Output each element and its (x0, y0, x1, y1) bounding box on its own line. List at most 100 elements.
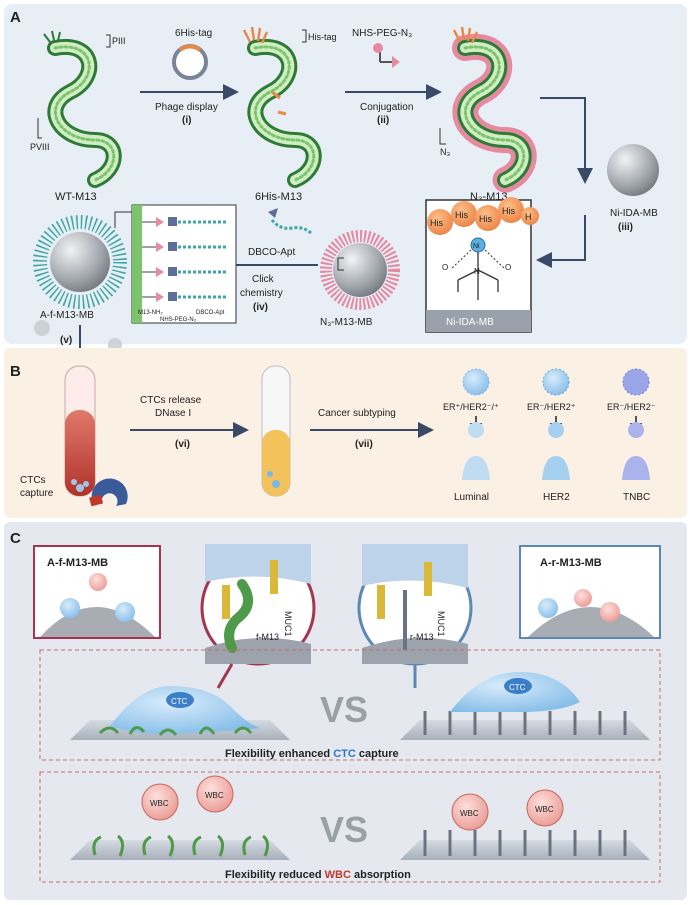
blood-tube-icon (64, 365, 96, 497)
pviii-label: PVIII (30, 142, 50, 152)
wbc-label-2: WBC (205, 791, 224, 800)
dbco-apt-icon (268, 208, 314, 236)
step-i-num: (i) (182, 115, 191, 126)
functionalization-inset: M13-NH₂ DBCO-Apt NHS-PEG-N₃ (131, 204, 237, 324)
pviii-pointer (37, 118, 42, 139)
ctcs-release-label: CTCs release (140, 395, 202, 406)
ctc-capture-box (39, 649, 661, 761)
nhs-peg-small-label: NHS-PEG-N₃ (160, 317, 197, 323)
ni-atom: Ni (473, 243, 480, 250)
a-f-m13-mb-inset: A-f-M13-MB (33, 545, 161, 639)
f-m13-label: f-M13 (256, 632, 279, 642)
wbc-label-4: WBC (535, 805, 554, 814)
tnbc-label: TNBC (623, 492, 650, 503)
er2-label: ER⁻/HER2⁺ (527, 402, 576, 412)
flexible-surface-ctc (70, 686, 290, 740)
wt-m13-label: WT-M13 (55, 191, 97, 203)
step-vi-num: (vi) (175, 439, 190, 450)
click-label-2: chemistry (240, 288, 283, 299)
er3-label: ER⁻/HER2⁻ (607, 402, 656, 412)
a-f-m13-mb (33, 215, 127, 309)
his-1: His (430, 218, 443, 228)
panel-a: A PIII PVIII WT-M13 6His-tag Phage displ… (4, 4, 687, 366)
panel-c: C A-f-M13-MB A-r-M13-MB (4, 522, 687, 900)
his-4: His (502, 206, 515, 216)
arrow-step-iii (536, 215, 586, 268)
subtyping-label: Cancer subtyping (318, 408, 396, 419)
muc1-right-label: MUC1 (436, 611, 446, 637)
woman-silhouette-icon (622, 422, 650, 480)
er1-label: ER⁺/HER2⁻/⁺ (443, 402, 499, 412)
nhs-peg-icon (373, 43, 400, 68)
wt-m13-phage (43, 30, 122, 188)
subtype-luminal: ER⁺/HER2⁻/⁺ Luminal (443, 368, 499, 503)
dnase-label: DNase I (155, 408, 191, 419)
n-atom: N (474, 267, 480, 276)
panel-b-letter: B (10, 363, 21, 380)
subtype-tnbc: ER⁻/HER2⁻ TNBC (607, 368, 656, 503)
n3-m13-phage (452, 26, 537, 193)
ctc-label-2: CTC (509, 683, 526, 692)
his-tag-label: His-tag (308, 32, 337, 42)
test-tube-icon (261, 365, 291, 497)
his-5: H (525, 212, 532, 222)
ni-ida-chemistry-box: His His His His H Ni N O O Ni-IDA-MB (425, 197, 539, 333)
woman-silhouette-icon (542, 422, 570, 480)
vs-label-1: VS (320, 689, 368, 730)
dbco-apt-label: DBCO-Apt (248, 247, 295, 258)
o-atom-right: O (505, 263, 511, 272)
ctcs-capture-2: capture (20, 488, 54, 499)
dbco-apt-small-label: DBCO-Apt (196, 310, 225, 316)
n3-m13-mb-label: N₃-M13-MB (320, 317, 373, 328)
r-m13-label: r-M13 (410, 632, 434, 642)
plasmid-label: 6His-tag (175, 28, 212, 39)
luminal-label: Luminal (454, 492, 489, 503)
woman-silhouette-icon (462, 422, 490, 480)
step-vii-num: (vii) (355, 439, 373, 450)
m13-nh2-label: M13-NH₂ (138, 310, 163, 316)
click-label-1: Click (252, 274, 275, 285)
his6-m13-phage (242, 26, 322, 188)
piii-bracket (106, 34, 111, 48)
his-3: His (479, 214, 492, 224)
subtype-her2: ER⁻/HER2⁺ HER2 (527, 368, 576, 503)
flexible-surface-wbc (70, 775, 290, 860)
his-2: His (455, 210, 468, 220)
ctcs-capture-1: CTCs (20, 475, 46, 486)
ni-ida-mb-label: Ni-IDA-MB (610, 208, 658, 219)
magnifier-flexible (200, 544, 316, 689)
ctc-label-1: CTC (171, 697, 188, 706)
panel-a-letter: A (10, 9, 21, 26)
magnifier-rigid (357, 544, 473, 688)
ni-ida-mb-box-label: Ni-IDA-MB (446, 317, 494, 328)
n3-small-label: N₃ (440, 147, 450, 157)
panel-b: B CTCs capture CTCs release DNase I (vi)… (4, 348, 687, 518)
his6-m13-label: 6His-M13 (255, 191, 302, 203)
vs-label-2: VS (320, 809, 368, 850)
step-i-label: Phage display (155, 102, 218, 113)
rigid-surface-wbc (400, 789, 650, 860)
inset-afmb-label: A-f-M13-MB (47, 557, 108, 569)
arrow-to-bead (540, 97, 593, 184)
wbc-label-3: WBC (460, 809, 479, 818)
step-ii-num: (ii) (377, 115, 389, 126)
wbc-label-1: WBC (150, 799, 169, 808)
rigid-surface-ctc (400, 672, 650, 740)
her2-label: HER2 (543, 492, 570, 503)
nhs-peg-label: NHS-PEG-N₃ (352, 28, 412, 39)
n3-m13-mb (320, 230, 400, 310)
o-atom-left: O (442, 263, 448, 272)
wbc-absorption-box (39, 771, 661, 883)
ctc-caption: Flexibility enhanced CTC capture (225, 748, 399, 760)
plasmid-icon (172, 44, 208, 80)
magnet-icon (89, 478, 128, 507)
step-iii-num: (iii) (618, 222, 633, 233)
muc1-left-label: MUC1 (283, 611, 293, 637)
wbc-caption: Flexibility reduced WBC absorption (225, 869, 411, 881)
inset-armb-label: A-r-M13-MB (540, 557, 602, 569)
piii-label: PIII (112, 36, 126, 46)
a-r-m13-mb-inset: A-r-M13-MB (519, 545, 661, 639)
panel-c-letter: C (10, 530, 21, 547)
ni-ida-mb-bead (607, 144, 659, 196)
